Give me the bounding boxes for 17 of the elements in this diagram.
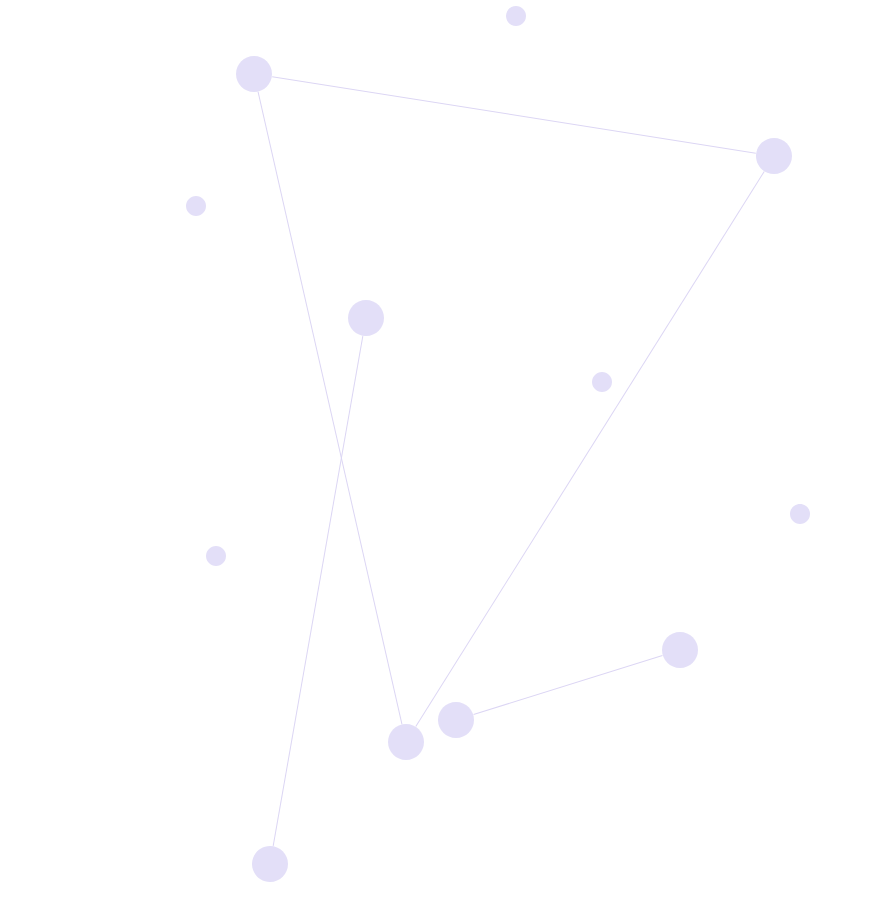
dot bbox=[348, 300, 384, 336]
dot bbox=[186, 196, 206, 216]
dot bbox=[756, 138, 792, 174]
connector-line bbox=[272, 335, 364, 847]
connector-line bbox=[473, 655, 663, 715]
connector-line bbox=[271, 76, 757, 154]
dot bbox=[790, 504, 810, 524]
dot bbox=[388, 724, 424, 760]
dot bbox=[506, 6, 526, 26]
dot bbox=[438, 702, 474, 738]
dot bbox=[252, 846, 288, 882]
connector-line bbox=[415, 171, 765, 727]
dot bbox=[236, 56, 272, 92]
connector-line bbox=[257, 91, 403, 725]
dot bbox=[592, 372, 612, 392]
dot bbox=[662, 632, 698, 668]
dot bbox=[206, 546, 226, 566]
